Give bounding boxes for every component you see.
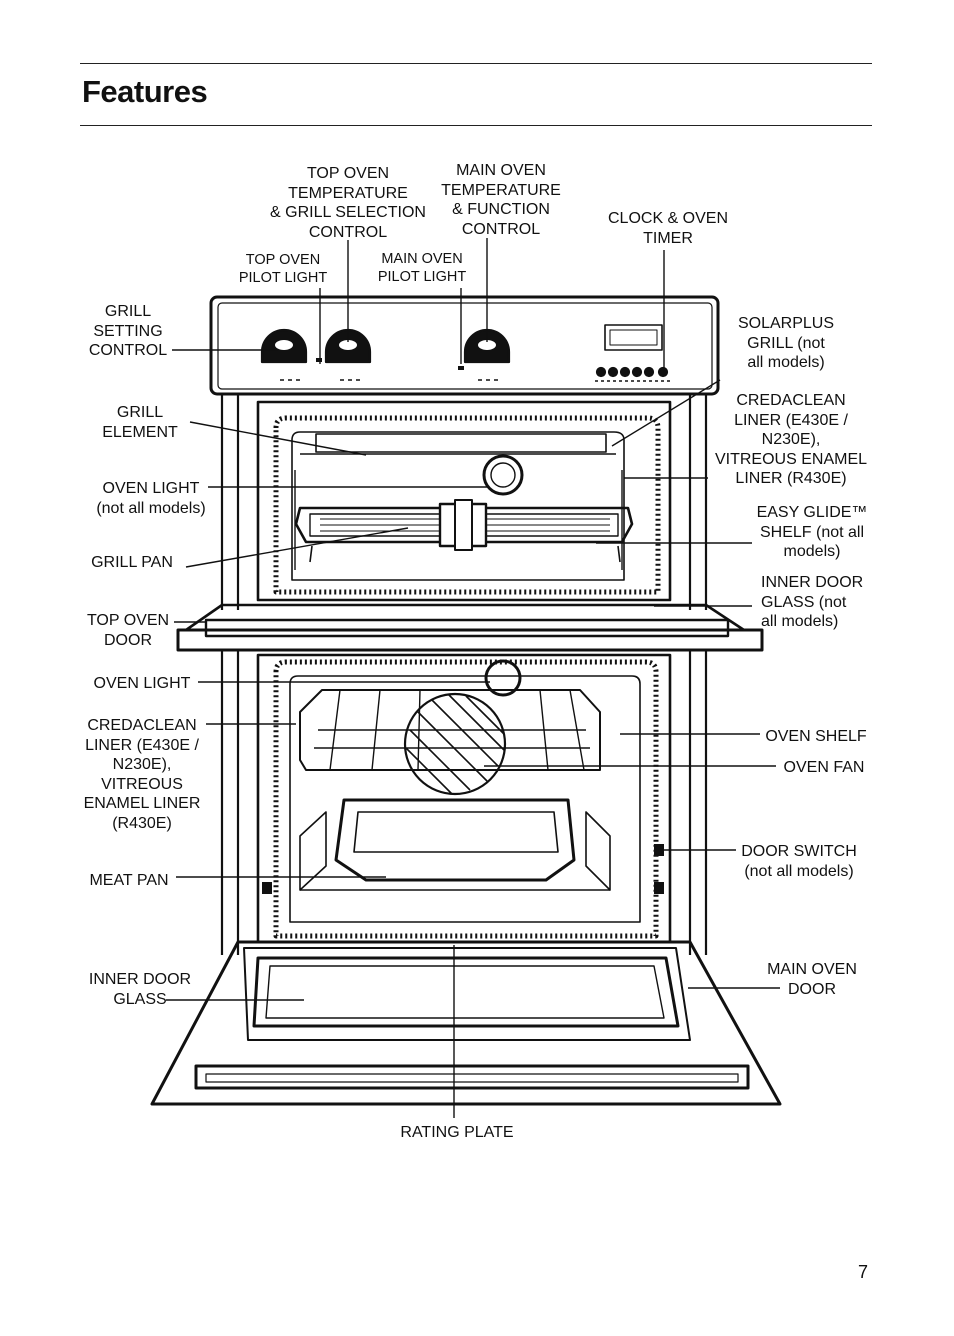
top-oven-cavity: [176, 400, 764, 652]
label-oven-fan: OVEN FAN: [783, 759, 865, 776]
label-meat-pan: MEAT PAN: [89, 872, 169, 889]
label-main-oven-door: MAIN OVEN DOOR: [767, 961, 857, 998]
label-grill-element: GRILL ELEMENT: [102, 404, 178, 441]
label-top-oven-pilot-light: TOP OVEN PILOT LIGHT: [238, 252, 328, 286]
top-rule: [80, 63, 872, 64]
label-grill-setting-control: GRILL SETTING CONTROL: [88, 303, 168, 359]
label-top-oven-door: TOP OVEN DOOR: [86, 612, 170, 649]
label-rating-plate: RATING PLATE: [400, 1124, 514, 1141]
label-door-switch: DOOR SWITCH (not all models): [741, 843, 857, 880]
label-credaclean-liner-main: CREDACLEAN LINER (E430E / N230E), VITREO…: [83, 717, 201, 832]
control-panel: [209, 295, 720, 396]
label-easy-glide-shelf: EASY GLIDE™ SHELF (not all models): [756, 504, 868, 560]
label-inner-door-glass-top: INNER DOOR GLASS (not all models): [761, 574, 864, 630]
label-oven-light-main: OVEN LIGHT: [93, 675, 191, 692]
label-inner-door-glass-main: INNER DOOR GLASS: [88, 971, 192, 1008]
page-title: Features: [82, 74, 208, 109]
label-clock-oven-timer: CLOCK & OVEN TIMER: [607, 210, 729, 247]
title-rule: [80, 125, 872, 126]
main-oven-cavity: [256, 653, 672, 944]
page-number: 7: [858, 1262, 869, 1282]
label-grill-pan: GRILL PAN: [91, 554, 173, 571]
label-oven-shelf: OVEN SHELF: [765, 728, 867, 745]
label-main-oven-pilot-light: MAIN OVEN PILOT LIGHT: [377, 251, 467, 285]
label-oven-light-top: OVEN LIGHT (not all models): [96, 480, 206, 517]
label-credaclean-liner-top: CREDACLEAN LINER (E430E / N230E), VITREO…: [714, 392, 868, 487]
label-main-oven-temperature-control: MAIN OVEN TEMPERATURE & FUNCTION CONTROL: [441, 162, 561, 238]
main-oven-door: [150, 940, 782, 1106]
label-solarplus-grill: SOLARPLUS GRILL (not all models): [737, 315, 835, 371]
label-top-oven-temperature-control: TOP OVEN TEMPERATURE & GRILL SELECTION C…: [270, 165, 426, 241]
cabinet-sides: [220, 394, 708, 955]
